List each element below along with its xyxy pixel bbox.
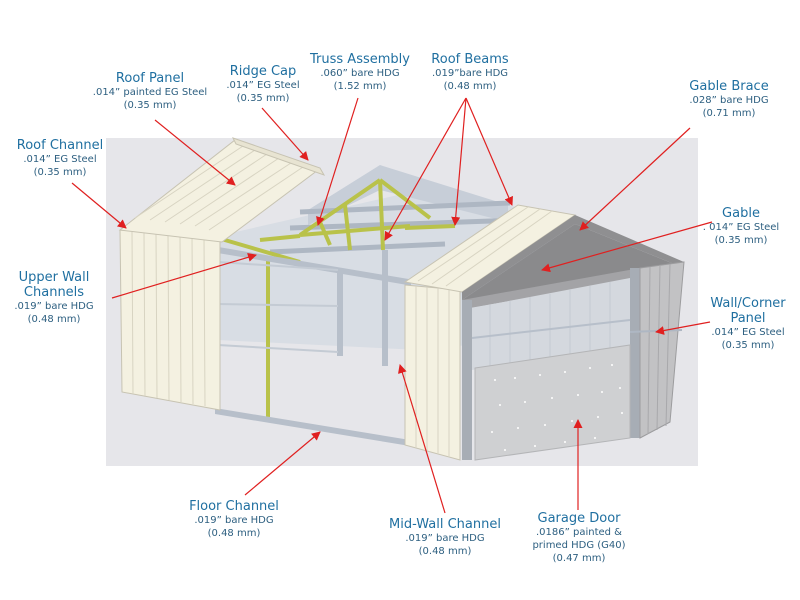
label-title-2: Channels [23,285,85,300]
label-truss-assembly: Truss Assembly .060” bare HDG (1.52 mm) [300,52,420,93]
arrow-mid-wall [398,364,446,514]
label-title: Roof Panel [115,71,185,86]
arrow-roof-panel [154,119,236,186]
arrow-gable [541,221,713,273]
label-title: Floor Channel [189,499,279,514]
label-title: Gable [722,206,760,221]
label-spec: .060” bare HDG [320,68,400,79]
label-mm: (0.71 mm) [702,108,756,119]
label-spec-2: primed HDG (G40) [532,540,626,551]
label-gable: Gable . 014” EG Steel (0.35 mm) [690,206,792,247]
label-spec: .019” bare HDG [405,533,485,544]
label-spec: .019” bare HDG [194,515,274,526]
label-mm: (0.48 mm) [443,81,497,92]
label-wall-corner-panel: Wall/Corner Panel .014” EG Steel (0.35 m… [698,296,798,352]
label-roof-beams: Roof Beams .019”bare HDG (0.48 mm) [420,52,520,93]
label-title: Upper Wall [18,270,90,285]
label-floor-channel: Floor Channel .019” bare HDG (0.48 mm) [178,499,290,540]
arrow-truss [316,97,359,226]
label-spec: .019” bare HDG [14,301,94,312]
arrow-roof-channel [71,182,127,229]
label-spec: .014” EG Steel [226,80,300,91]
label-mid-wall-channel: Mid-Wall Channel .019” bare HDG (0.48 mm… [380,517,510,558]
label-mm: (0.35 mm) [714,235,768,246]
label-title: Garage Door [537,511,621,526]
label-title: Truss Assembly [310,52,410,67]
front-gable [462,215,685,460]
label-title: Wall/Corner [710,296,786,311]
label-title: Roof Beams [431,52,509,67]
arrow-roof-beam-1 [384,97,467,241]
label-spec: .014” painted EG Steel [92,87,208,98]
mid-wall-panel [404,284,461,461]
arrow-roof-beam-3 [465,97,513,206]
label-mm: (0.48 mm) [418,546,472,557]
label-title: Roof Channel [16,138,104,153]
left-roof-panels [118,137,326,243]
label-title: Mid-Wall Channel [389,517,501,532]
label-mm: (0.47 mm) [552,553,606,564]
label-spec: .028” bare HDG [689,95,769,106]
label-spec: .019”bare HDG [431,68,509,79]
label-spec: . 014” EG Steel [702,222,780,233]
label-mm: (0.48 mm) [27,314,81,325]
label-spec: .014” EG Steel [711,327,785,338]
arrow-roof-beam-2 [451,97,467,226]
label-mm: (0.35 mm) [236,93,290,104]
label-mm: (1.52 mm) [333,81,387,92]
arrow-gable-brace [579,127,691,231]
label-spec: .014” EG Steel [23,154,97,165]
label-mm: (0.35 mm) [33,167,87,178]
label-mm: (0.48 mm) [207,528,261,539]
label-ridge-cap: Ridge Cap .014” EG Steel (0.35 mm) [208,64,318,105]
label-gable-brace: Gable Brace .028” bare HDG (0.71 mm) [670,79,788,120]
label-title: Gable Brace [689,79,769,94]
label-garage-door: Garage Door .0186” painted & primed HDG … [524,511,634,565]
label-title: Ridge Cap [229,64,297,79]
arrow-floor-channel [244,431,321,496]
label-mm: (0.35 mm) [123,100,177,111]
arrow-upper-wall [111,252,257,299]
label-roof-panel: Roof Panel .014” painted EG Steel (0.35 … [80,71,220,112]
label-roof-channel: Roof Channel .014” EG Steel (0.35 mm) [8,138,112,179]
arrow-wall-corner [655,321,711,335]
label-title-2: Panel [730,311,766,326]
arrow-ridge-cap [261,107,309,161]
left-wall-panels [119,229,221,411]
callout-arrows [71,97,713,514]
label-upper-wall-channels: Upper Wall Channels .019” bare HDG (0.48… [4,270,104,326]
label-mm: (0.35 mm) [721,340,775,351]
garage-door [474,344,631,461]
label-spec: .0186” painted & [536,527,622,538]
